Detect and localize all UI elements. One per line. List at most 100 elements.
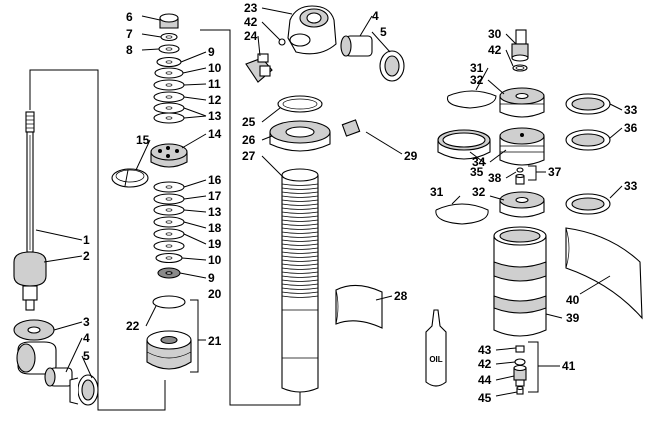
callout-33-top: 33	[624, 103, 638, 117]
assembly-bracket-lines	[29, 29, 301, 411]
thread-line	[281, 235, 319, 238]
callout-19: 19	[208, 237, 222, 251]
seal-part-22	[152, 295, 186, 309]
thread-line	[281, 263, 319, 266]
piston-ring-part-15	[111, 168, 149, 188]
seal-part-33-bottom	[565, 193, 611, 215]
callout-6: 6	[126, 10, 133, 24]
callout-35: 35	[470, 165, 484, 179]
shaft-part	[25, 111, 35, 253]
washer-part-3	[13, 319, 55, 341]
seal-part-5-top	[379, 50, 405, 82]
thread-line	[281, 191, 319, 194]
screw-part-37	[515, 173, 525, 185]
callout-36: 36	[624, 121, 638, 135]
reservoir-cap-part-32-bottom	[499, 191, 545, 218]
callout-42-reservoir: 42	[488, 43, 502, 57]
thread-line	[281, 279, 319, 282]
callout-7: 7	[126, 27, 133, 41]
thread-line	[281, 227, 319, 230]
fitting-part-30	[511, 43, 529, 62]
o-ring-part-38	[516, 167, 524, 173]
callout-37: 37	[548, 165, 562, 179]
callout-11: 11	[208, 77, 221, 91]
thread-line	[281, 215, 319, 218]
callout-9-top: 9	[208, 45, 215, 59]
callout-15: 15	[136, 133, 150, 147]
callout-32-bottom: 32	[472, 185, 486, 199]
callout-30: 30	[488, 27, 502, 41]
seal-head-part-21	[146, 330, 192, 370]
callout-42-top: 42	[244, 15, 258, 29]
callout-26: 26	[242, 133, 256, 147]
nut-part-6	[159, 13, 179, 29]
callout-10-bottom: 10	[208, 253, 222, 267]
callout-18: 18	[208, 221, 222, 235]
callout-5-left: 5	[83, 349, 90, 363]
cap-part-43	[515, 345, 525, 353]
shaft-eye-part	[13, 251, 47, 311]
thread-line	[281, 259, 319, 262]
thread-line	[281, 291, 319, 294]
sleeve-part-4-left	[44, 367, 73, 387]
callout-16: 16	[208, 173, 222, 187]
callout-numbers: 1 2 3 4 5 6 7 8 9 10 11 12 13 14 15 16 1…	[83, 1, 638, 405]
callout-42-valve: 42	[478, 357, 492, 371]
callout-5-top: 5	[380, 25, 387, 39]
callout-40: 40	[566, 293, 580, 307]
callout-13-top: 13	[208, 109, 222, 123]
callout-27: 27	[242, 149, 256, 163]
bushing-part-left	[16, 341, 57, 375]
ring-part-35	[437, 129, 491, 160]
thread-line	[281, 287, 319, 290]
thread-line	[281, 223, 319, 226]
o-ring-part-42-reservoir	[512, 64, 528, 72]
thread-line	[281, 243, 319, 246]
thread-line	[281, 231, 319, 234]
reservoir-cap-part-32-top	[499, 87, 545, 118]
thread-line	[281, 211, 319, 214]
callout-10-top: 10	[208, 61, 222, 75]
cover-part-28	[335, 284, 383, 329]
reservoir-part-39	[493, 226, 547, 337]
washer-stack-upper	[153, 32, 185, 124]
callout-44: 44	[478, 373, 492, 387]
thread-line	[281, 183, 319, 186]
callout-24: 24	[244, 29, 258, 43]
seal-part-5-left	[69, 374, 99, 406]
callout-1: 1	[83, 233, 90, 247]
snap-ring-part-31-top	[446, 90, 497, 109]
thread-line	[281, 203, 319, 206]
thread-line	[281, 267, 319, 270]
body-cap-part-23	[287, 5, 337, 55]
o-ring-part-42-top	[278, 38, 286, 46]
thread-line	[281, 295, 319, 298]
callout-13-bottom: 13	[208, 205, 222, 219]
callout-8: 8	[126, 43, 133, 57]
label-part-40	[565, 227, 643, 320]
thread-line	[281, 199, 319, 202]
washer-stack-lower	[153, 181, 185, 279]
callout-22: 22	[126, 319, 140, 333]
o-ring-part-25	[277, 95, 323, 113]
snap-ring-part-31-bottom	[435, 203, 489, 225]
sleeve-part-4-top	[340, 35, 373, 57]
thread-line	[281, 219, 319, 222]
callout-14: 14	[208, 127, 222, 141]
screw-part-45	[516, 385, 524, 395]
thread-line	[281, 283, 319, 286]
piston-part-14	[150, 143, 188, 168]
seal-part-33-top	[565, 93, 611, 115]
callout-33-bottom: 33	[624, 179, 638, 193]
callout-29: 29	[404, 149, 418, 163]
oil-bottle-label: OIL	[429, 355, 442, 364]
callout-31-bottom: 31	[430, 185, 444, 199]
hose-part-29	[341, 6, 527, 137]
callout-2: 2	[83, 249, 90, 263]
shock-body-part-27	[281, 168, 319, 393]
body-thread	[281, 183, 319, 298]
callout-41: 41	[562, 359, 576, 373]
leader-lines	[35, 7, 623, 397]
thread-line	[281, 187, 319, 190]
